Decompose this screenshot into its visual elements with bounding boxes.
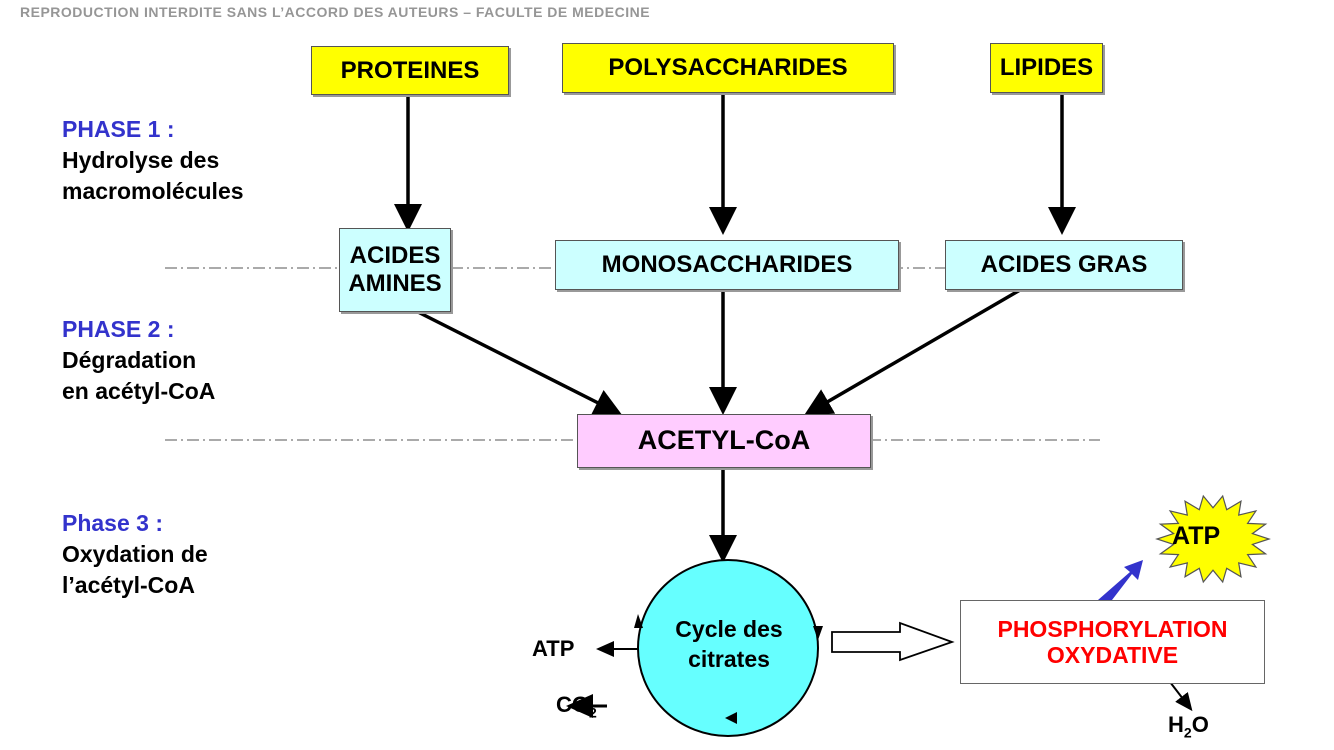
phase-3-title: Phase 3 :	[62, 510, 163, 536]
atp-star	[1155, 494, 1271, 584]
h2o-o: O	[1191, 712, 1209, 737]
cycle-label-line-1: Cycle des	[675, 616, 783, 642]
phase-2-label: PHASE 2 : Dégradation en acétyl-CoA	[62, 314, 215, 407]
phase-3-line-1: Oxydation de	[62, 541, 208, 567]
co2-output-label: CO2	[556, 692, 597, 720]
phase-1-label: PHASE 1 : Hydrolyse des macromolécules	[62, 114, 244, 207]
arrow-acides-amines-to-acetyl	[417, 310, 623, 416]
phase-1-title: PHASE 1 :	[62, 116, 175, 142]
box-lipides-label: LIPIDES	[999, 54, 1094, 82]
box-lipides: LIPIDES	[990, 43, 1103, 93]
phase-2-title: PHASE 2 :	[62, 316, 175, 342]
phase-1-line-2: macromolécules	[62, 178, 244, 204]
box-phosphorylation-oxydative: PHOSPHORYLATION OXYDATIVE	[960, 600, 1265, 684]
watermark: REPRODUCTION INTERDITE SANS L’ACCORD DES…	[20, 4, 651, 20]
box-polysaccharides: POLYSACCHARIDES	[562, 43, 894, 93]
phosphorylation-line-2: OXYDATIVE	[1046, 642, 1179, 668]
box-acides-gras-label: ACIDES GRAS	[980, 251, 1148, 279]
hollow-arrow	[831, 621, 955, 662]
box-acides-amines-line-1: ACIDES	[349, 242, 441, 270]
co2-base: CO	[556, 692, 589, 717]
box-acides-amines-line-2: AMINES	[348, 270, 442, 297]
phase-3-label: Phase 3 : Oxydation de l’acétyl-CoA	[62, 508, 208, 601]
h2o-h: H	[1168, 712, 1184, 737]
box-acetyl-coa-label: ACETYL-CoA	[637, 425, 811, 456]
box-proteines-label: PROTEINES	[340, 56, 480, 84]
box-monosaccharides: MONOSACCHARIDES	[555, 240, 899, 290]
box-acides-gras: ACIDES GRAS	[945, 240, 1183, 290]
phase-1-line-1: Hydrolyse des	[62, 147, 220, 173]
blue-arrow-to-atp	[1098, 560, 1143, 600]
atp-star-label: ATP	[1172, 522, 1221, 550]
cycle-direction-arrow-right	[813, 626, 823, 640]
h2o-subscript: 2	[1183, 724, 1192, 741]
box-acides-amines: ACIDES AMINES	[339, 228, 451, 312]
arrow-acides-gras-to-acetyl	[803, 288, 1021, 416]
phase-2-line-2: en acétyl-CoA	[62, 378, 216, 404]
co2-subscript: 2	[589, 704, 597, 721]
box-proteines: PROTEINES	[311, 46, 509, 95]
h2o-label: H2O	[1168, 712, 1209, 740]
box-polysaccharides-label: POLYSACCHARIDES	[608, 54, 848, 82]
cycle-direction-arrow-bottom	[725, 712, 737, 724]
box-acetyl-coa: ACETYL-CoA	[577, 414, 871, 468]
box-monosaccharides-label: MONOSACCHARIDES	[601, 251, 853, 279]
atp-output-label: ATP	[532, 636, 575, 661]
cycle-label-line-2: citrates	[688, 646, 770, 672]
phase-3-line-2: l’acétyl-CoA	[62, 572, 195, 598]
phase-2-line-1: Dégradation	[62, 347, 197, 373]
cycle-label: Cycle des citrates	[640, 614, 818, 674]
cycle-direction-arrow-left	[634, 614, 643, 628]
phosphorylation-line-1: PHOSPHORYLATION	[997, 615, 1228, 642]
arrow-to-h2o	[1169, 681, 1193, 712]
